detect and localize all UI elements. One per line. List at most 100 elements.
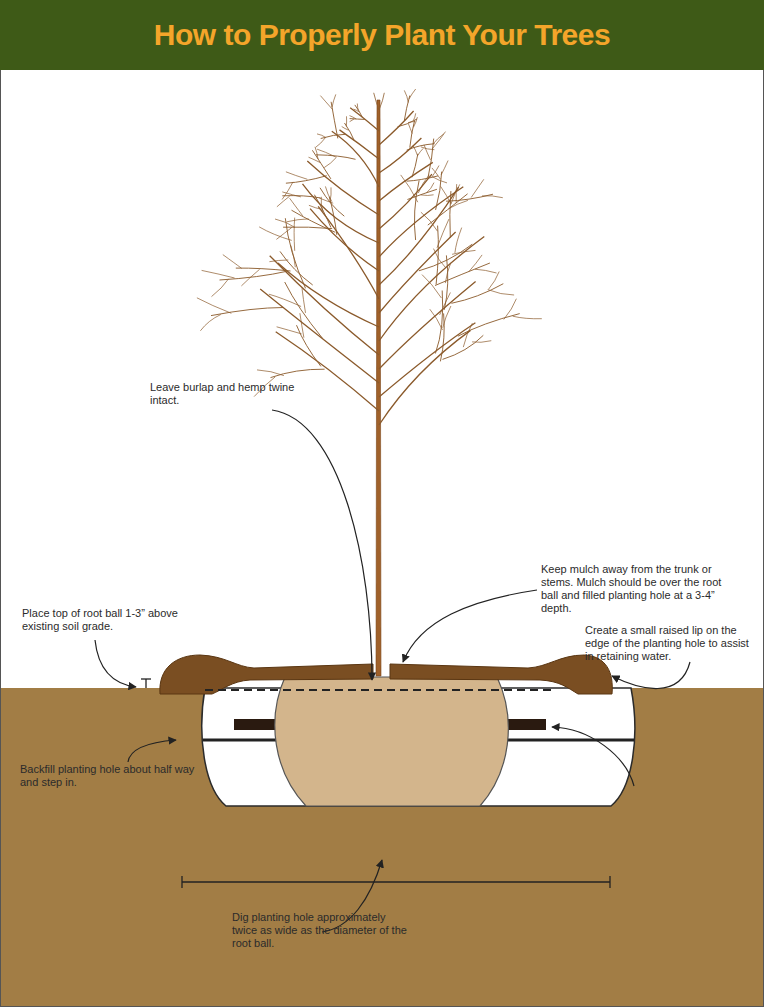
branch <box>315 147 318 159</box>
branch <box>412 154 418 178</box>
branch <box>260 289 379 383</box>
branch <box>436 172 442 210</box>
branch <box>456 184 458 203</box>
branch <box>433 134 444 144</box>
leader-lines <box>95 410 690 932</box>
branch <box>421 194 434 196</box>
branch <box>211 308 284 316</box>
root-ball <box>275 677 508 806</box>
width-dimension <box>182 876 610 888</box>
branch <box>404 96 409 121</box>
callout-text: Place top of root ball 1-3” above existi… <box>22 607 192 633</box>
branch <box>435 263 490 286</box>
branch <box>282 182 293 200</box>
branch <box>513 316 542 319</box>
branch <box>259 227 292 241</box>
branch <box>398 119 418 127</box>
callout-text: Dig planting hole approximately twice as… <box>232 911 412 950</box>
branch <box>413 113 415 120</box>
branch <box>421 147 435 150</box>
branch <box>317 134 326 138</box>
branch <box>409 89 416 99</box>
branch <box>290 198 303 216</box>
branch <box>379 323 475 397</box>
branch <box>294 218 296 251</box>
branch <box>458 314 520 337</box>
branch <box>417 148 423 156</box>
branch <box>475 269 497 273</box>
branch <box>451 284 503 304</box>
branch <box>332 94 336 107</box>
callout-text: Leave burlap and hemp twine intact. <box>150 381 325 407</box>
height-marker <box>141 679 151 688</box>
branch <box>345 123 355 141</box>
branch <box>401 175 418 202</box>
branch <box>443 306 451 328</box>
branch <box>287 219 309 222</box>
branch <box>223 255 242 269</box>
mulch <box>390 655 612 694</box>
branch <box>408 124 412 134</box>
branch <box>419 244 472 271</box>
mulch <box>160 655 373 694</box>
branch <box>282 192 301 197</box>
branch <box>379 281 476 369</box>
branch <box>407 144 435 151</box>
branch <box>432 132 445 149</box>
branch <box>489 272 500 290</box>
branch <box>269 294 301 306</box>
branch <box>331 102 338 139</box>
branch <box>426 183 434 193</box>
branch <box>300 313 304 338</box>
branch <box>433 177 448 183</box>
branch <box>379 330 471 425</box>
branch <box>374 93 379 110</box>
callout-text: Backfill planting hole about half way an… <box>20 763 195 789</box>
branch <box>285 282 323 338</box>
branch <box>220 271 287 280</box>
branch <box>472 341 491 343</box>
branch <box>408 122 415 123</box>
branch <box>320 188 344 216</box>
branch <box>379 138 421 173</box>
branch <box>379 187 459 285</box>
branch <box>357 104 358 111</box>
branch <box>325 186 332 201</box>
branch <box>407 176 438 181</box>
branch <box>414 181 419 241</box>
branch <box>482 196 503 198</box>
branch <box>307 161 379 215</box>
branch <box>342 127 349 131</box>
branch <box>452 250 475 254</box>
branch <box>379 174 432 229</box>
branch <box>302 288 306 313</box>
title: How to Properly Plant Your Trees <box>0 0 764 70</box>
branch <box>443 335 484 359</box>
branch <box>446 194 493 201</box>
branch <box>346 116 347 126</box>
branch <box>436 226 438 285</box>
branch <box>202 270 235 278</box>
branch <box>316 138 326 147</box>
branch <box>303 184 380 243</box>
branch <box>276 227 292 239</box>
branch <box>280 251 313 285</box>
branch <box>241 269 259 286</box>
soil-grade-line <box>205 689 556 691</box>
step-mark <box>234 719 280 730</box>
branch <box>444 255 447 309</box>
branch <box>309 157 321 162</box>
branch <box>432 166 439 177</box>
branch <box>291 245 296 267</box>
branches <box>197 89 542 425</box>
branch <box>471 179 484 197</box>
branch <box>286 176 327 184</box>
branch <box>449 200 468 208</box>
branch <box>350 118 365 120</box>
branch <box>350 116 357 119</box>
branch <box>404 90 408 102</box>
branch <box>236 268 291 271</box>
branch <box>317 149 336 157</box>
